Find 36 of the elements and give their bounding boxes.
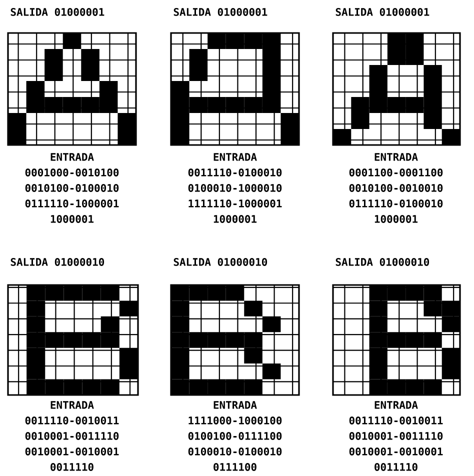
input-code: 0010001-0011110 <box>349 432 443 440</box>
input-code: 0111100 <box>214 463 256 471</box>
input-code: 0111110-1000001 <box>25 200 119 208</box>
input-code: 0011110-0010011 <box>349 416 443 424</box>
input-code: 0011110-0100010 <box>188 168 282 176</box>
input-code: 0100010-0100010 <box>188 448 282 456</box>
input-code: 0011110 <box>374 463 418 471</box>
input-code: 0010001-0011110 <box>25 432 119 440</box>
output-code: SALIDA 01000010 <box>10 258 104 266</box>
output-code: SALIDA 01000010 <box>336 258 430 266</box>
input-heading: ENTRADA <box>50 401 94 409</box>
input-code: 0010100-0010010 <box>349 184 443 192</box>
input-code: 0011110 <box>50 463 94 471</box>
input-code: 0100100-0111100 <box>188 432 282 440</box>
input-heading: ENTRADA <box>374 401 418 409</box>
input-code: 1000001 <box>214 215 257 223</box>
input-code: 0001000-0010100 <box>25 168 119 176</box>
input-code: 0100010-1000010 <box>188 184 282 192</box>
input-code: 0011110-0010011 <box>25 416 119 424</box>
input-code: 0111110-0100010 <box>349 200 443 208</box>
input-code: 0010001-0010001 <box>25 448 119 456</box>
input-code: 1111110-1000001 <box>188 200 282 208</box>
input-heading: ENTRADA <box>50 153 94 161</box>
input-code: 0010100-0100010 <box>25 184 119 192</box>
input-heading: ENTRADA <box>214 153 257 161</box>
input-code: 1000001 <box>374 215 418 223</box>
output-code: SALIDA 01000001 <box>174 8 268 16</box>
output-code: SALIDA 01000010 <box>174 258 268 266</box>
input-code: 1000001 <box>50 215 94 223</box>
input-code: 0010001-0010001 <box>349 448 443 456</box>
output-code: SALIDA 01000001 <box>10 8 104 16</box>
output-code: SALIDA 01000001 <box>336 8 430 16</box>
input-code: 1111000-1000100 <box>188 416 282 424</box>
input-heading: ENTRADA <box>214 401 257 409</box>
input-code: 0001100-0001100 <box>349 168 443 176</box>
input-heading: ENTRADA <box>374 153 418 161</box>
